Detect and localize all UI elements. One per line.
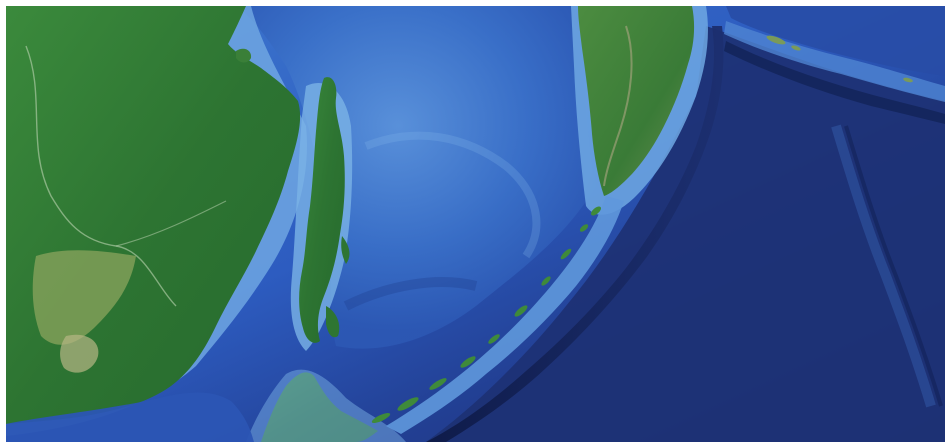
satellite-map[interactable] xyxy=(6,6,945,442)
aleutian-trench xyxy=(724,41,945,124)
aleutian-shelf xyxy=(726,6,945,76)
kuril-island xyxy=(541,276,551,286)
river xyxy=(115,200,227,247)
kuril-island xyxy=(397,397,419,411)
mainland-lowland-2 xyxy=(60,334,99,373)
map-frame xyxy=(6,6,945,442)
kuril-island xyxy=(488,334,500,344)
commander-island xyxy=(766,35,786,45)
deep-ocean-plain xyxy=(426,26,945,442)
seafloor-relief xyxy=(343,277,478,311)
sakhalin-island[interactable] xyxy=(299,77,345,343)
kuril-island xyxy=(579,224,589,232)
kamchatka-ridge xyxy=(603,25,633,187)
sea-of-japan xyxy=(6,392,254,442)
seafloor-relief xyxy=(364,131,541,259)
kuril-islands[interactable] xyxy=(371,205,603,425)
kuril-island xyxy=(514,305,528,317)
river xyxy=(25,45,177,307)
kuril-arc-shelf xyxy=(386,196,624,434)
kuril-island xyxy=(371,412,391,424)
sakhalin-aniva-peninsula xyxy=(326,306,340,338)
aleutian-islands[interactable] xyxy=(766,34,914,83)
kamchatka-peninsula[interactable] xyxy=(578,6,695,196)
commander-island xyxy=(791,45,801,51)
shantar-islands xyxy=(236,48,252,63)
hokkaido-shelf xyxy=(246,369,406,442)
sakhalin-east-cape xyxy=(341,236,350,264)
kuril-island xyxy=(429,378,447,390)
kuril-island xyxy=(591,206,601,216)
kuril-island xyxy=(560,248,572,260)
seamount-ridge-shadow xyxy=(844,125,943,407)
aleutian-island xyxy=(903,77,913,83)
mainland-lowland xyxy=(32,250,136,345)
kuril-island xyxy=(460,356,476,368)
seamount-ridge xyxy=(831,124,936,408)
